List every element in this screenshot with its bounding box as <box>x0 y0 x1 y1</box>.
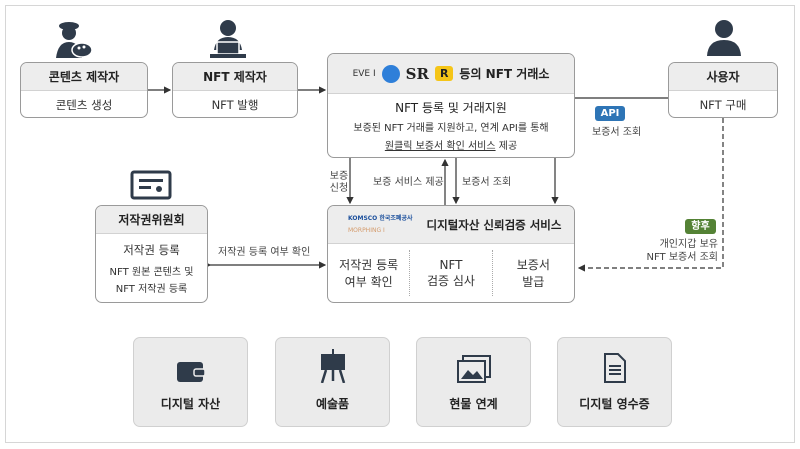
copyright-subtitle: 저작권 등록 <box>123 242 180 257</box>
card-artwork: 예술품 <box>275 337 390 427</box>
guarantee-request-line1: 보증 <box>329 171 349 182</box>
api-badge: API <box>595 106 625 121</box>
service-col3-line2: 발급 <box>522 275 545 289</box>
guarantee-request-line2: 신청 <box>329 183 349 194</box>
copyright-check-label: 저작권 등록 여부 확인 <box>218 247 311 258</box>
user-title: 사용자 <box>669 63 777 91</box>
eve-logo: EVE I <box>352 68 376 79</box>
wallet-icon <box>176 362 206 382</box>
exchange-line1: 보증된 NFT 거래를 지원하고, 연계 API를 통해 <box>353 123 549 134</box>
komsco-logo: KOMSCO 한국조폐공사 <box>348 214 413 222</box>
card-digital-asset: 디지털 자산 <box>133 337 248 427</box>
copyright-commission-box: 저작권위원회 저작권 등록 NFT 원본 콘텐츠 및 NFT 저작권 등록 <box>95 205 208 303</box>
nft-exchange-box: EVE I SR R 등의 NFT 거래소 NFT 등록 및 거래지원 보증된 … <box>327 53 575 158</box>
easel-icon <box>320 349 345 383</box>
card-label: 디지털 영수증 <box>579 397 650 411</box>
exchange-line2-underlined: 원클릭 보증서 확인 서비스 <box>384 141 496 152</box>
service-title: 디지털자산 신뢰검증 서비스 <box>426 217 562 232</box>
nft-creator-title: NFT 제작자 <box>173 63 297 91</box>
document-icon <box>603 353 626 383</box>
content-creator-title: 콘텐츠 제작자 <box>21 63 147 91</box>
service-col2-line1: NFT <box>439 257 463 272</box>
service-col2-line2: 검증 심사 <box>427 273 475 288</box>
diagram-frame <box>5 5 795 443</box>
image-icon <box>456 355 491 383</box>
copyright-line1: NFT 원본 콘텐츠 및 <box>109 266 194 278</box>
arrow-future-lookup <box>577 118 724 272</box>
guarantee-service-label: 보증 서비스 제공 <box>373 177 444 188</box>
future-line2: NFT 보증서 조회 <box>646 252 718 263</box>
card-physical-link: 현물 연계 <box>416 337 531 427</box>
user-body: NFT 구매 <box>699 97 747 112</box>
developer-icon <box>210 20 246 58</box>
user-box: 사용자 NFT 구매 <box>668 62 778 118</box>
exchange-subtitle: NFT 등록 및 거래지원 <box>395 101 507 115</box>
opensea-logo <box>381 64 400 83</box>
future-line1: 개인지갑 보유 <box>659 239 718 250</box>
verification-service-box: KOMSCO 한국조폐공사 MORPHING I 디지털자산 신뢰검증 서비스 … <box>327 205 575 303</box>
future-lookup-label: 개인지갑 보유 NFT 보증서 조회 <box>600 238 718 264</box>
service-col1-line1: 저작권 등록 <box>339 258 399 272</box>
card-label: 현물 연계 <box>449 397 498 411</box>
exchange-title: 등의 NFT 거래소 <box>459 67 550 81</box>
nft-creator-box: NFT 제작자 NFT 발행 <box>172 62 298 118</box>
card-label: 예술품 <box>315 397 350 411</box>
api-lookup-label: 보증서 조회 <box>592 127 642 138</box>
copyright-title: 저작권위원회 <box>96 206 207 234</box>
certificate-icon <box>130 170 172 200</box>
nft-creator-body: NFT 발행 <box>211 97 259 112</box>
card-label: 디지털 자산 <box>160 397 221 411</box>
morphing-logo: MORPHING I <box>348 226 385 234</box>
cert-lookup-label: 보증서 조회 <box>462 177 512 188</box>
content-creator-box: 콘텐츠 제작자 콘텐츠 생성 <box>20 62 148 118</box>
service-col3-line1: 보증서 <box>516 258 550 272</box>
content-creator-body: 콘텐츠 생성 <box>55 97 113 112</box>
user-icon <box>707 20 741 56</box>
exchange-line2-rest: 제공 <box>495 141 518 152</box>
service-col1-line2: 여부 확인 <box>344 275 393 289</box>
sr-logo: SR <box>405 64 429 83</box>
copyright-line2: NFT 저작권 등록 <box>115 283 188 295</box>
artist-icon <box>56 22 93 58</box>
r-logo: R <box>434 66 454 81</box>
card-digital-receipt: 디지털 영수증 <box>557 337 672 427</box>
exchange-header: EVE I SR R 등의 NFT 거래소 <box>328 54 574 94</box>
future-badge: 향후 <box>685 219 716 234</box>
